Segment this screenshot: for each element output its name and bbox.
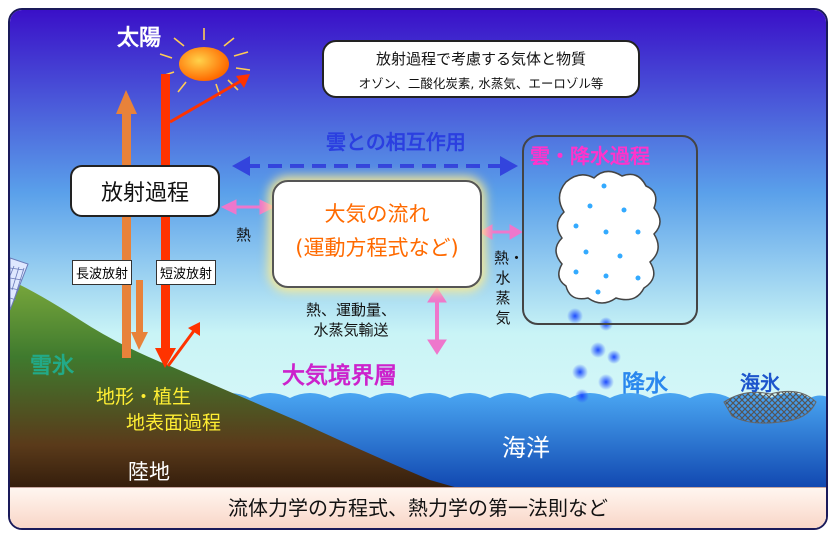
transport-label-line1: 熱、運動量、 xyxy=(306,301,397,319)
sea-ice-shape xyxy=(723,390,817,424)
land-area xyxy=(10,280,510,500)
land-surface-process-label: 地表面過程 xyxy=(126,412,222,434)
cloud-interaction-label: 雲との相互作用 xyxy=(326,130,466,154)
cloud-droplets xyxy=(573,183,641,295)
transport-label: 熱、運動量、 水蒸気輸送 xyxy=(306,300,396,340)
gases-list: オゾン、二酸化炭素, 水蒸気、エーロゾル等 xyxy=(358,76,604,91)
shortwave-label: 短波放射 xyxy=(156,260,217,285)
transport-label-line2: 水蒸気輸送 xyxy=(313,321,389,339)
heat-label: 熱 xyxy=(236,226,252,244)
cloud-shape xyxy=(555,170,661,304)
cloud-interaction-arrow xyxy=(232,156,518,176)
cloud-precip-title: 雲・降水過程 xyxy=(530,144,650,168)
land-label: 陸地 xyxy=(128,460,170,484)
heat-vapor-label: 熱・水蒸気 xyxy=(494,249,525,327)
radiation-gases-box: 放射過程で考慮する気体と物質 オゾン、二酸化炭素, 水蒸気、エーロゾル等 xyxy=(322,40,640,98)
cloud-precip-box xyxy=(522,135,698,325)
longwave-radiation-arrow xyxy=(116,90,148,358)
snow-ice-label: 雪氷 xyxy=(30,354,75,379)
boundary-exchange-arrow xyxy=(427,287,447,355)
precipitation-drops xyxy=(567,308,621,403)
boundary-layer-label: 大気境界層 xyxy=(282,363,397,389)
sun-icon xyxy=(159,28,251,97)
gases-title: 放射過程で考慮する気体と物質 xyxy=(375,50,586,68)
atmospheric-flow-label: 大気の流れ xyxy=(324,202,430,226)
radiation-process-box: 放射過程 xyxy=(70,165,220,217)
longwave-label: 長波放射 xyxy=(72,260,133,285)
atmospheric-flow-box: 大気の流れ (運動方程式など) xyxy=(272,180,482,288)
heat-exchange-arrow xyxy=(220,199,276,215)
diagram-frame: 太陽 放射過程で考慮する気体と物質 オゾン、二酸化炭素, 水蒸気、エーロゾル等 … xyxy=(8,8,828,530)
equations-of-motion-label: (運動方程式など) xyxy=(295,236,459,260)
precipitation-label: 降水 xyxy=(622,371,668,397)
snow-ice-mesh xyxy=(10,265,25,301)
sea-ice-label: 海氷 xyxy=(740,371,780,395)
bottom-caption: 流体力学の方程式、熱力学の第一法則など xyxy=(10,487,826,528)
ocean-label: 海洋 xyxy=(502,434,550,462)
terrain-vegetation-label: 地形・植生 xyxy=(96,386,192,408)
sun-label: 太陽 xyxy=(117,26,162,51)
heat-vapor-exchange-arrow xyxy=(479,224,523,240)
